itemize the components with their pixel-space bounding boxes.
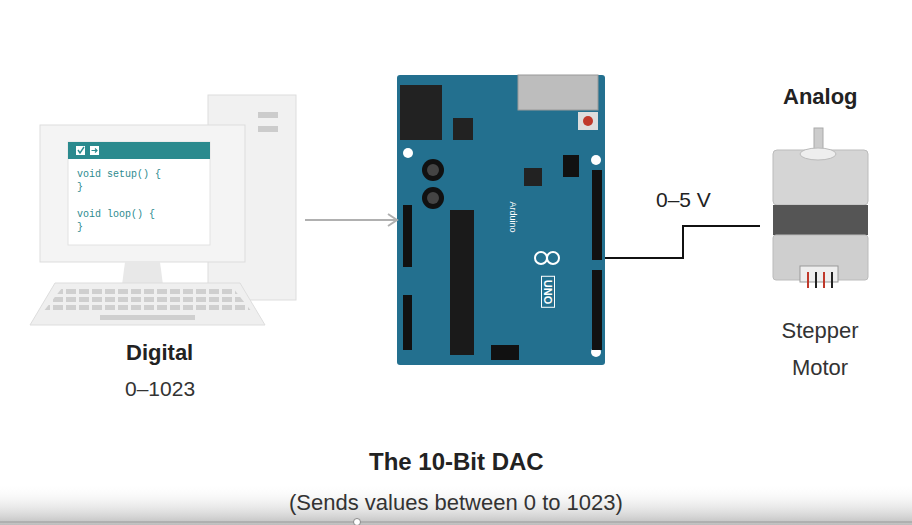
connector (605, 226, 760, 258)
diagram-title: The 10-Bit DAC (369, 448, 544, 476)
signal-label: 0–5 V (656, 188, 711, 212)
arrow-head (388, 214, 397, 226)
video-bar (0, 483, 912, 525)
side-label: 0–1023 (125, 377, 195, 401)
stepper-motor (773, 128, 868, 288)
arduino-node: ArduinoUNO (397, 75, 605, 365)
node-text: void loop() { } (77, 208, 165, 234)
progress-dot (354, 519, 361, 525)
computer-node: void setup() { } void loop() { } (30, 95, 305, 330)
computer-illustration (30, 95, 296, 325)
node-text: UNO (541, 276, 555, 308)
node-text: Arduino (508, 201, 518, 232)
motor-node: AnalogStepper Motor (760, 78, 880, 390)
connector (305, 214, 397, 226)
node-text: Analog (783, 84, 858, 110)
side-label: Digital (126, 340, 193, 366)
diagram-caption: (Sends values between 0 to 1023) (289, 490, 623, 516)
progress-line (0, 522, 912, 523)
connector-line (605, 226, 760, 258)
connector-line (305, 219, 397, 221)
arduino-board (397, 75, 605, 365)
node-text: Stepper Motor (768, 312, 872, 386)
node-text: void setup() { } (77, 168, 165, 194)
